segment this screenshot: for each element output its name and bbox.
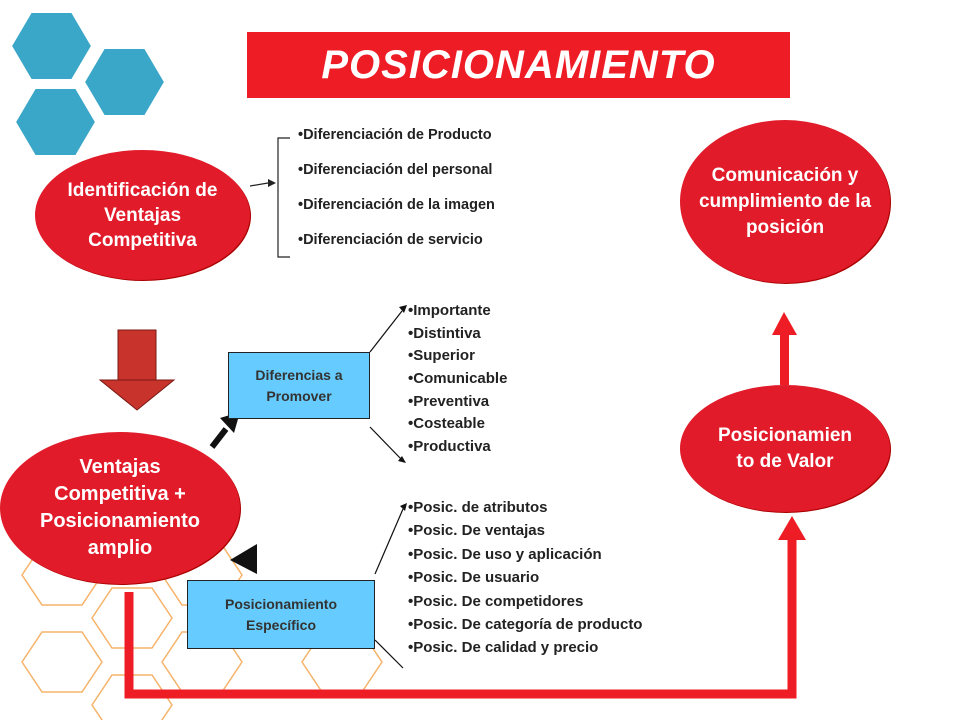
ventajas-ellipse: Ventajas Competitiva + Posicionamiento a…: [0, 432, 240, 584]
fan-lines-diferencias: [369, 310, 403, 461]
list-item: •Diferenciación de Producto: [298, 127, 492, 143]
list-item: •Diferenciación de servicio: [298, 232, 483, 248]
fan-arrow-top: [399, 305, 407, 313]
bracket-arrowhead: [268, 179, 276, 187]
comunicacion-ellipse: Comunicación y cumplimiento de la posici…: [680, 120, 890, 283]
especifico-box: Posicionamiento Específico: [187, 580, 375, 649]
diferencias-box: Diferencias a Promover: [228, 352, 370, 419]
black-arrowhead-down-left: [230, 544, 257, 574]
down-arrow: [98, 329, 176, 411]
diferencias-label: Diferencias a Promover: [255, 366, 343, 404]
list-item: •Posic. De usuario: [408, 569, 540, 587]
list-item: •Posic. De categoría de producto: [408, 615, 643, 633]
identificacion-label: Identificación de Ventajas Competitiva: [67, 179, 218, 251]
list-item: •Productiva: [408, 438, 491, 456]
criterios-list: •Importante •Distintiva •Superior •Comun…: [408, 301, 507, 460]
list-item: •Posic. De competidores: [408, 592, 584, 610]
page-title: POSICIONAMIENTO: [321, 42, 716, 87]
comunicacion-label: Comunicación y cumplimiento de la posici…: [698, 164, 872, 238]
fan-arrow-specific-top: [400, 503, 407, 511]
valor-ellipse: Posicionamien to de Valor: [680, 385, 890, 512]
list-item: •Posic. De calidad y precio: [408, 639, 599, 657]
list-item: •Preventiva: [408, 392, 490, 410]
posicionamientos-list: •Posic. de atributos •Posic. De ventajas…: [408, 498, 642, 662]
list-item: •Superior: [408, 347, 475, 365]
bracket-connector: [249, 137, 290, 258]
fan-lines-especifico: [374, 508, 404, 669]
red-loop-connector: [124, 516, 806, 699]
diferenciacion-list: •Diferenciación de Producto •Diferenciac…: [298, 126, 495, 266]
title-banner: POSICIONAMIENTO: [247, 32, 790, 98]
list-item: •Posic. De ventajas: [408, 522, 545, 540]
list-item: •Comunicable: [408, 370, 508, 388]
identificacion-ellipse: Identificación de Ventajas Competitiva: [35, 150, 250, 280]
valor-label: Posicionamien to de Valor: [717, 424, 853, 472]
list-item: •Diferenciación de la imagen: [298, 197, 495, 213]
list-item: •Posic. de atributos: [408, 499, 548, 516]
blue-hexagon-cluster: [9, 11, 167, 157]
especifico-label: Posicionamiento Específico: [224, 595, 338, 633]
list-item: •Distintiva: [408, 324, 481, 342]
ventajas-label: Ventajas Competitiva + Posicionamiento a…: [39, 456, 201, 559]
list-item: •Costeable: [408, 415, 485, 433]
list-item: •Posic. De uso y aplicación: [408, 545, 602, 563]
list-item: •Diferenciación del personal: [298, 162, 493, 178]
red-arrow-up: [772, 312, 797, 385]
fan-arrow-bottom: [398, 456, 406, 463]
list-item: •Importante: [408, 302, 491, 319]
